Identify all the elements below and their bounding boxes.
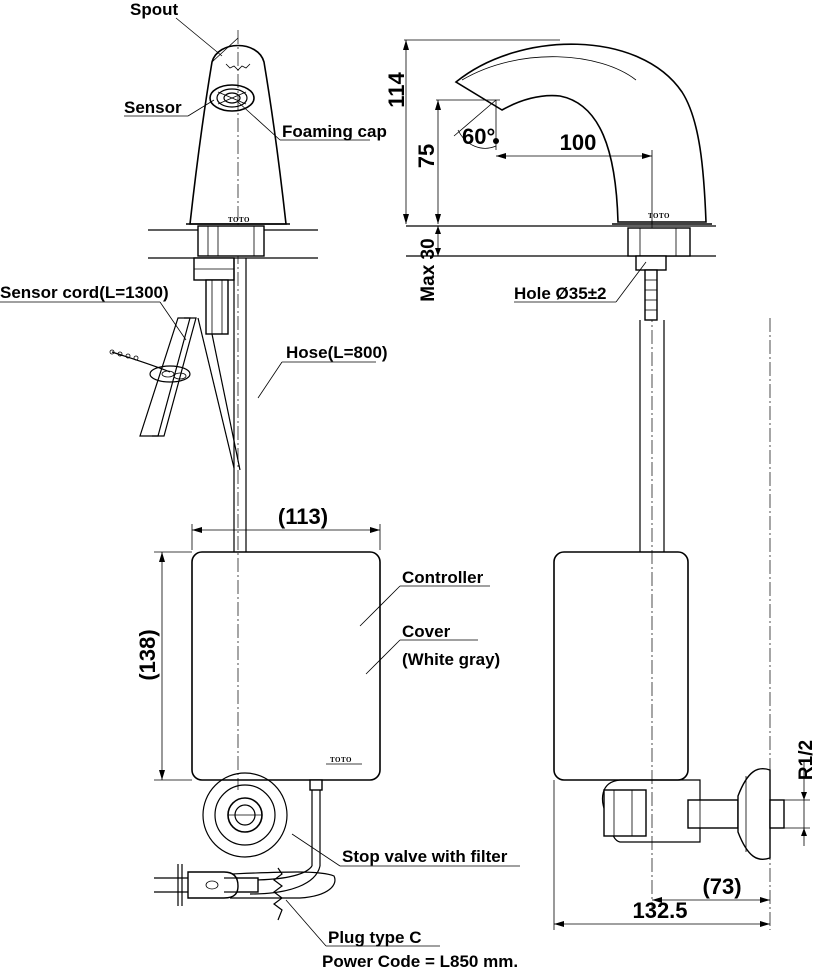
dim-114: 114 [384, 39, 560, 224]
controller-side [553, 551, 689, 781]
dim-114-text: 114 [384, 71, 409, 107]
dim-132-5: 132.5 [553, 780, 770, 930]
mounting-shank [193, 225, 265, 281]
dim-132-5-text: 132.5 [632, 898, 687, 923]
dim-angle-text: 60° [462, 124, 495, 149]
controller-box: TOTO [191, 551, 381, 781]
sensor-window [209, 84, 255, 112]
dim-75: 75 [414, 99, 500, 224]
label-controller: Controller [402, 568, 484, 587]
dim-thread-text: R1/2 [796, 740, 817, 780]
label-stop-valve: Stop valve with filter [342, 847, 508, 866]
dim-controller-height: (138) [135, 551, 192, 781]
label-sensor: Sensor [124, 98, 182, 117]
dim-angle: 60° [453, 99, 499, 150]
hose [233, 258, 247, 552]
label-foaming-cap: Foaming cap [282, 122, 387, 141]
dim-max-30-text: Max 30 [418, 238, 439, 301]
stop-valve [202, 772, 288, 858]
leaders-front [0, 17, 520, 947]
label-plug-type: Plug type C [328, 928, 422, 947]
faucet-brand: TOTO [228, 216, 250, 224]
plug-type-c [154, 864, 239, 906]
sensor-cord [109, 317, 241, 471]
dim-thread: R1/2 [784, 740, 817, 846]
dim-75-text: 75 [414, 144, 439, 168]
dim-73: (73) [652, 874, 770, 903]
front-view: TOTO [0, 0, 520, 971]
label-sensor-cord: Sensor cord(L=1300) [0, 283, 169, 302]
label-cover: Cover [402, 622, 451, 641]
label-power-code: Power Code = L850 mm. [322, 952, 518, 971]
dim-max-30: Max 30 [418, 226, 441, 302]
label-hole: Hole Ø35±2 [514, 284, 606, 303]
label-cover-color: (White gray) [402, 650, 500, 669]
stop-valve-side [601, 768, 785, 860]
power-cable [229, 779, 336, 921]
spout-profile: TOTO [454, 43, 712, 225]
dim-113-text: (113) [278, 504, 328, 529]
dim-138-text: (138) [135, 629, 160, 680]
dim-100-text: 100 [560, 130, 597, 155]
label-spout: Spout [130, 0, 178, 19]
spout-body: TOTO [186, 37, 290, 225]
dim-100: 100 [496, 130, 653, 224]
side-view: TOTO [384, 39, 817, 930]
side-brand: TOTO [648, 212, 670, 220]
sensor-connector [205, 279, 229, 335]
label-hose: Hose(L=800) [286, 343, 388, 362]
dim-controller-width: (113) [191, 504, 381, 550]
dim-73-text: (73) [702, 874, 741, 899]
controller-brand: TOTO [330, 756, 352, 764]
